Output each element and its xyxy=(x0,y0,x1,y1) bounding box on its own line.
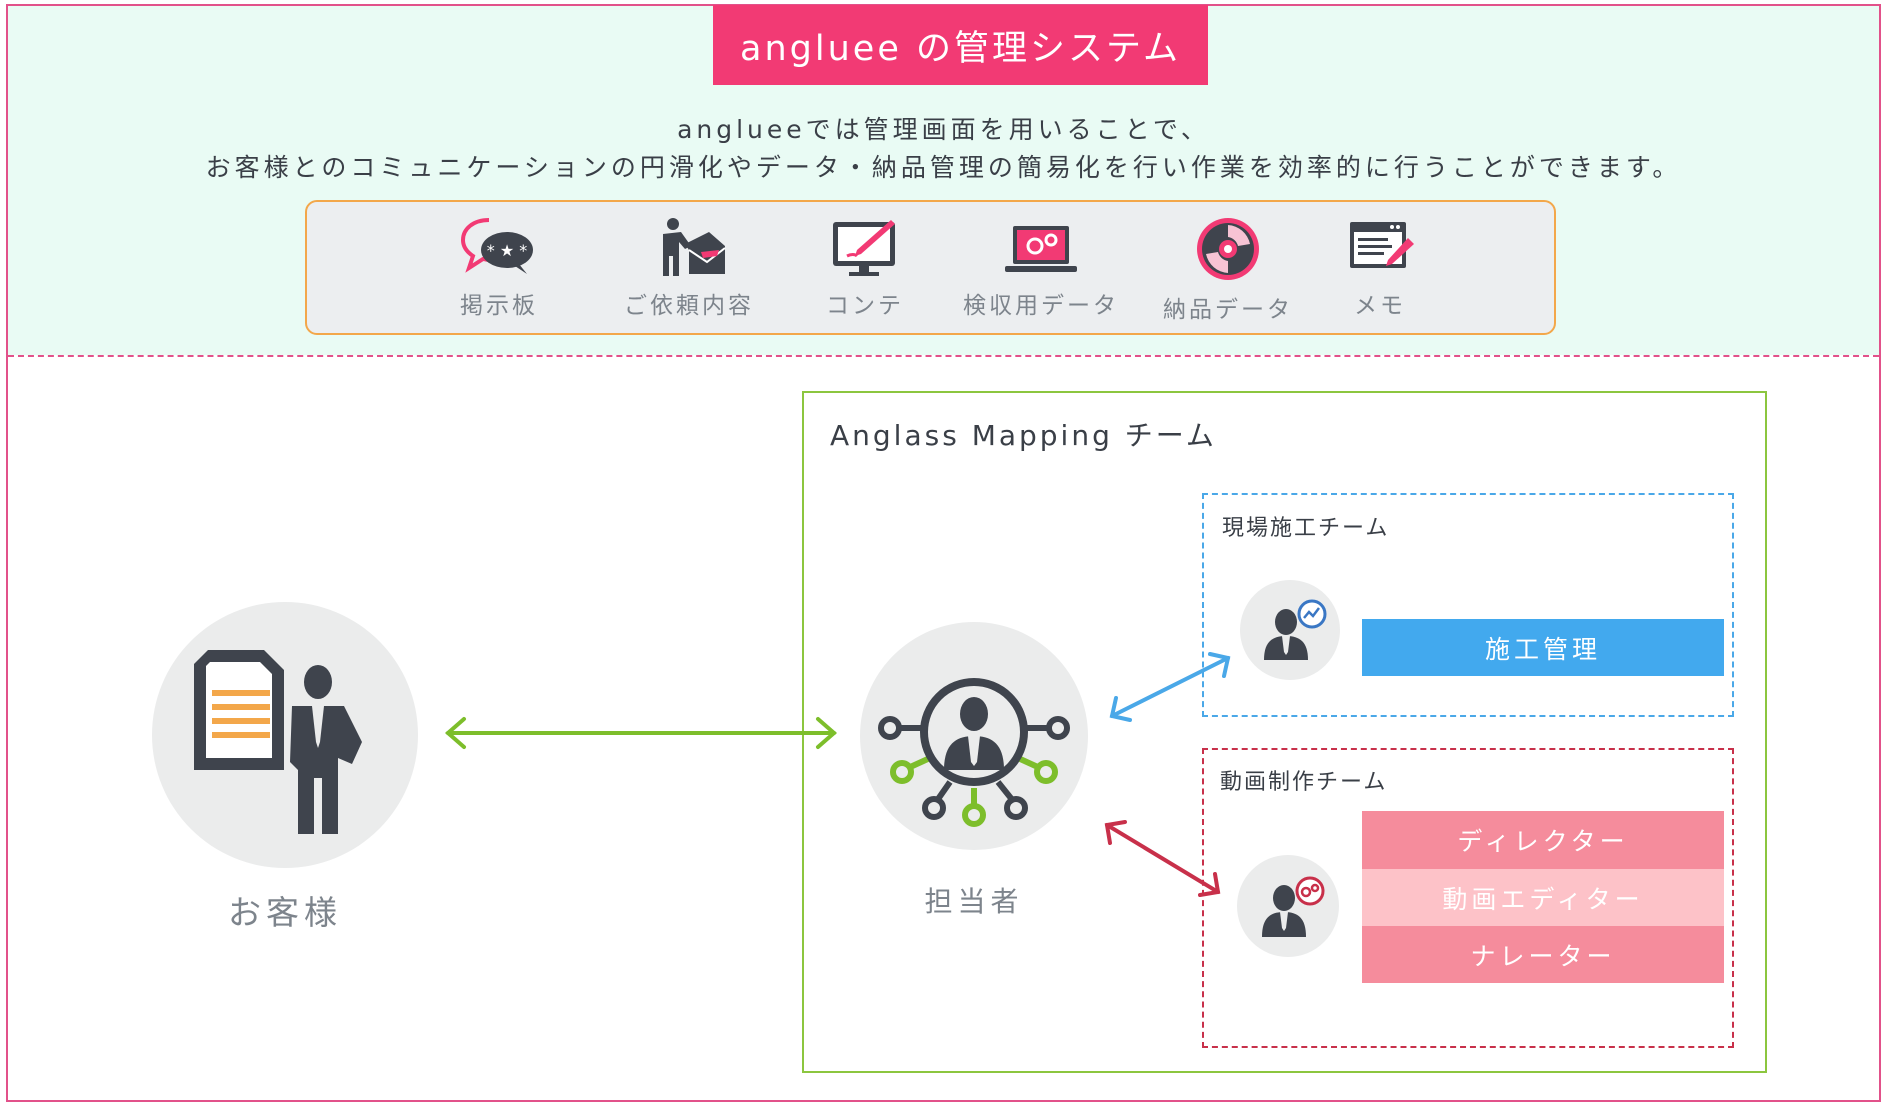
section-divider xyxy=(8,355,1879,357)
team-title: Anglass Mapping チーム xyxy=(830,419,1217,452)
feature-label: メモ xyxy=(1354,293,1406,319)
site-team-box xyxy=(1202,493,1734,717)
person-envelope-icon xyxy=(663,218,726,276)
feature-storyboard: コンテ xyxy=(775,216,955,320)
svg-text:* ★ *: * ★ * xyxy=(487,241,528,260)
customer-label: お客様 xyxy=(228,893,342,932)
feature-bulletin-board: * ★ * 掲示板 xyxy=(409,216,589,320)
feature-label: 納品データ xyxy=(1163,297,1293,323)
role-narrator: ナレーター xyxy=(1362,926,1724,983)
description-line-1: anglueeでは管理画面を用いることで、 xyxy=(677,115,1210,144)
disc-icon xyxy=(1197,218,1259,280)
monitor-brush-icon xyxy=(833,220,895,276)
video-team-avatar xyxy=(1237,855,1339,957)
video-team-title: 動画制作チーム xyxy=(1220,770,1388,795)
feature-label: 検収用データ xyxy=(963,293,1119,319)
customer-manager-arrow xyxy=(444,717,838,749)
feature-inspection-data: 検収用データ xyxy=(951,216,1131,320)
feature-delivery-data: 納品データ xyxy=(1138,216,1318,324)
manager-site-team-arrow xyxy=(1109,652,1231,722)
feature-label: コンテ xyxy=(826,293,904,319)
chat-bubble-icon: * ★ * xyxy=(460,218,533,274)
description-line-2: お客様とのコミュニケーションの円滑化やデータ・納品管理の簡易化を行い作業を効率的… xyxy=(205,153,1682,182)
site-team-title: 現場施工チーム xyxy=(1222,516,1390,541)
video-team-box xyxy=(1202,748,1734,1048)
businessman-document-icon xyxy=(194,650,362,834)
feature-label: 掲示板 xyxy=(460,293,538,319)
manager-circle xyxy=(860,622,1088,850)
manager-video-team-arrow xyxy=(1104,820,1221,897)
customer-circle xyxy=(152,602,418,868)
feature-memo: メモ xyxy=(1290,216,1470,320)
feature-request-details: ご依頼内容 xyxy=(599,216,779,320)
feature-panel: * ★ * 掲示板 ご依頼内容 コンテ xyxy=(305,200,1556,335)
role-video-editor: 動画エディター xyxy=(1362,869,1724,926)
page-title: angluee の管理システム xyxy=(713,5,1208,85)
notepad-pen-icon xyxy=(1350,222,1414,268)
laptop-gear-icon xyxy=(1005,226,1077,272)
worker-chart-icon xyxy=(1264,599,1327,660)
worker-gear-icon xyxy=(1262,876,1325,937)
feature-label: ご依頼内容 xyxy=(624,293,754,319)
role-director: ディレクター xyxy=(1362,811,1724,869)
site-team-avatar xyxy=(1240,580,1340,680)
manager-label: 担当者 xyxy=(924,885,1024,918)
network-person-icon xyxy=(878,678,1070,827)
role-construction-management: 施工管理 xyxy=(1362,619,1724,676)
